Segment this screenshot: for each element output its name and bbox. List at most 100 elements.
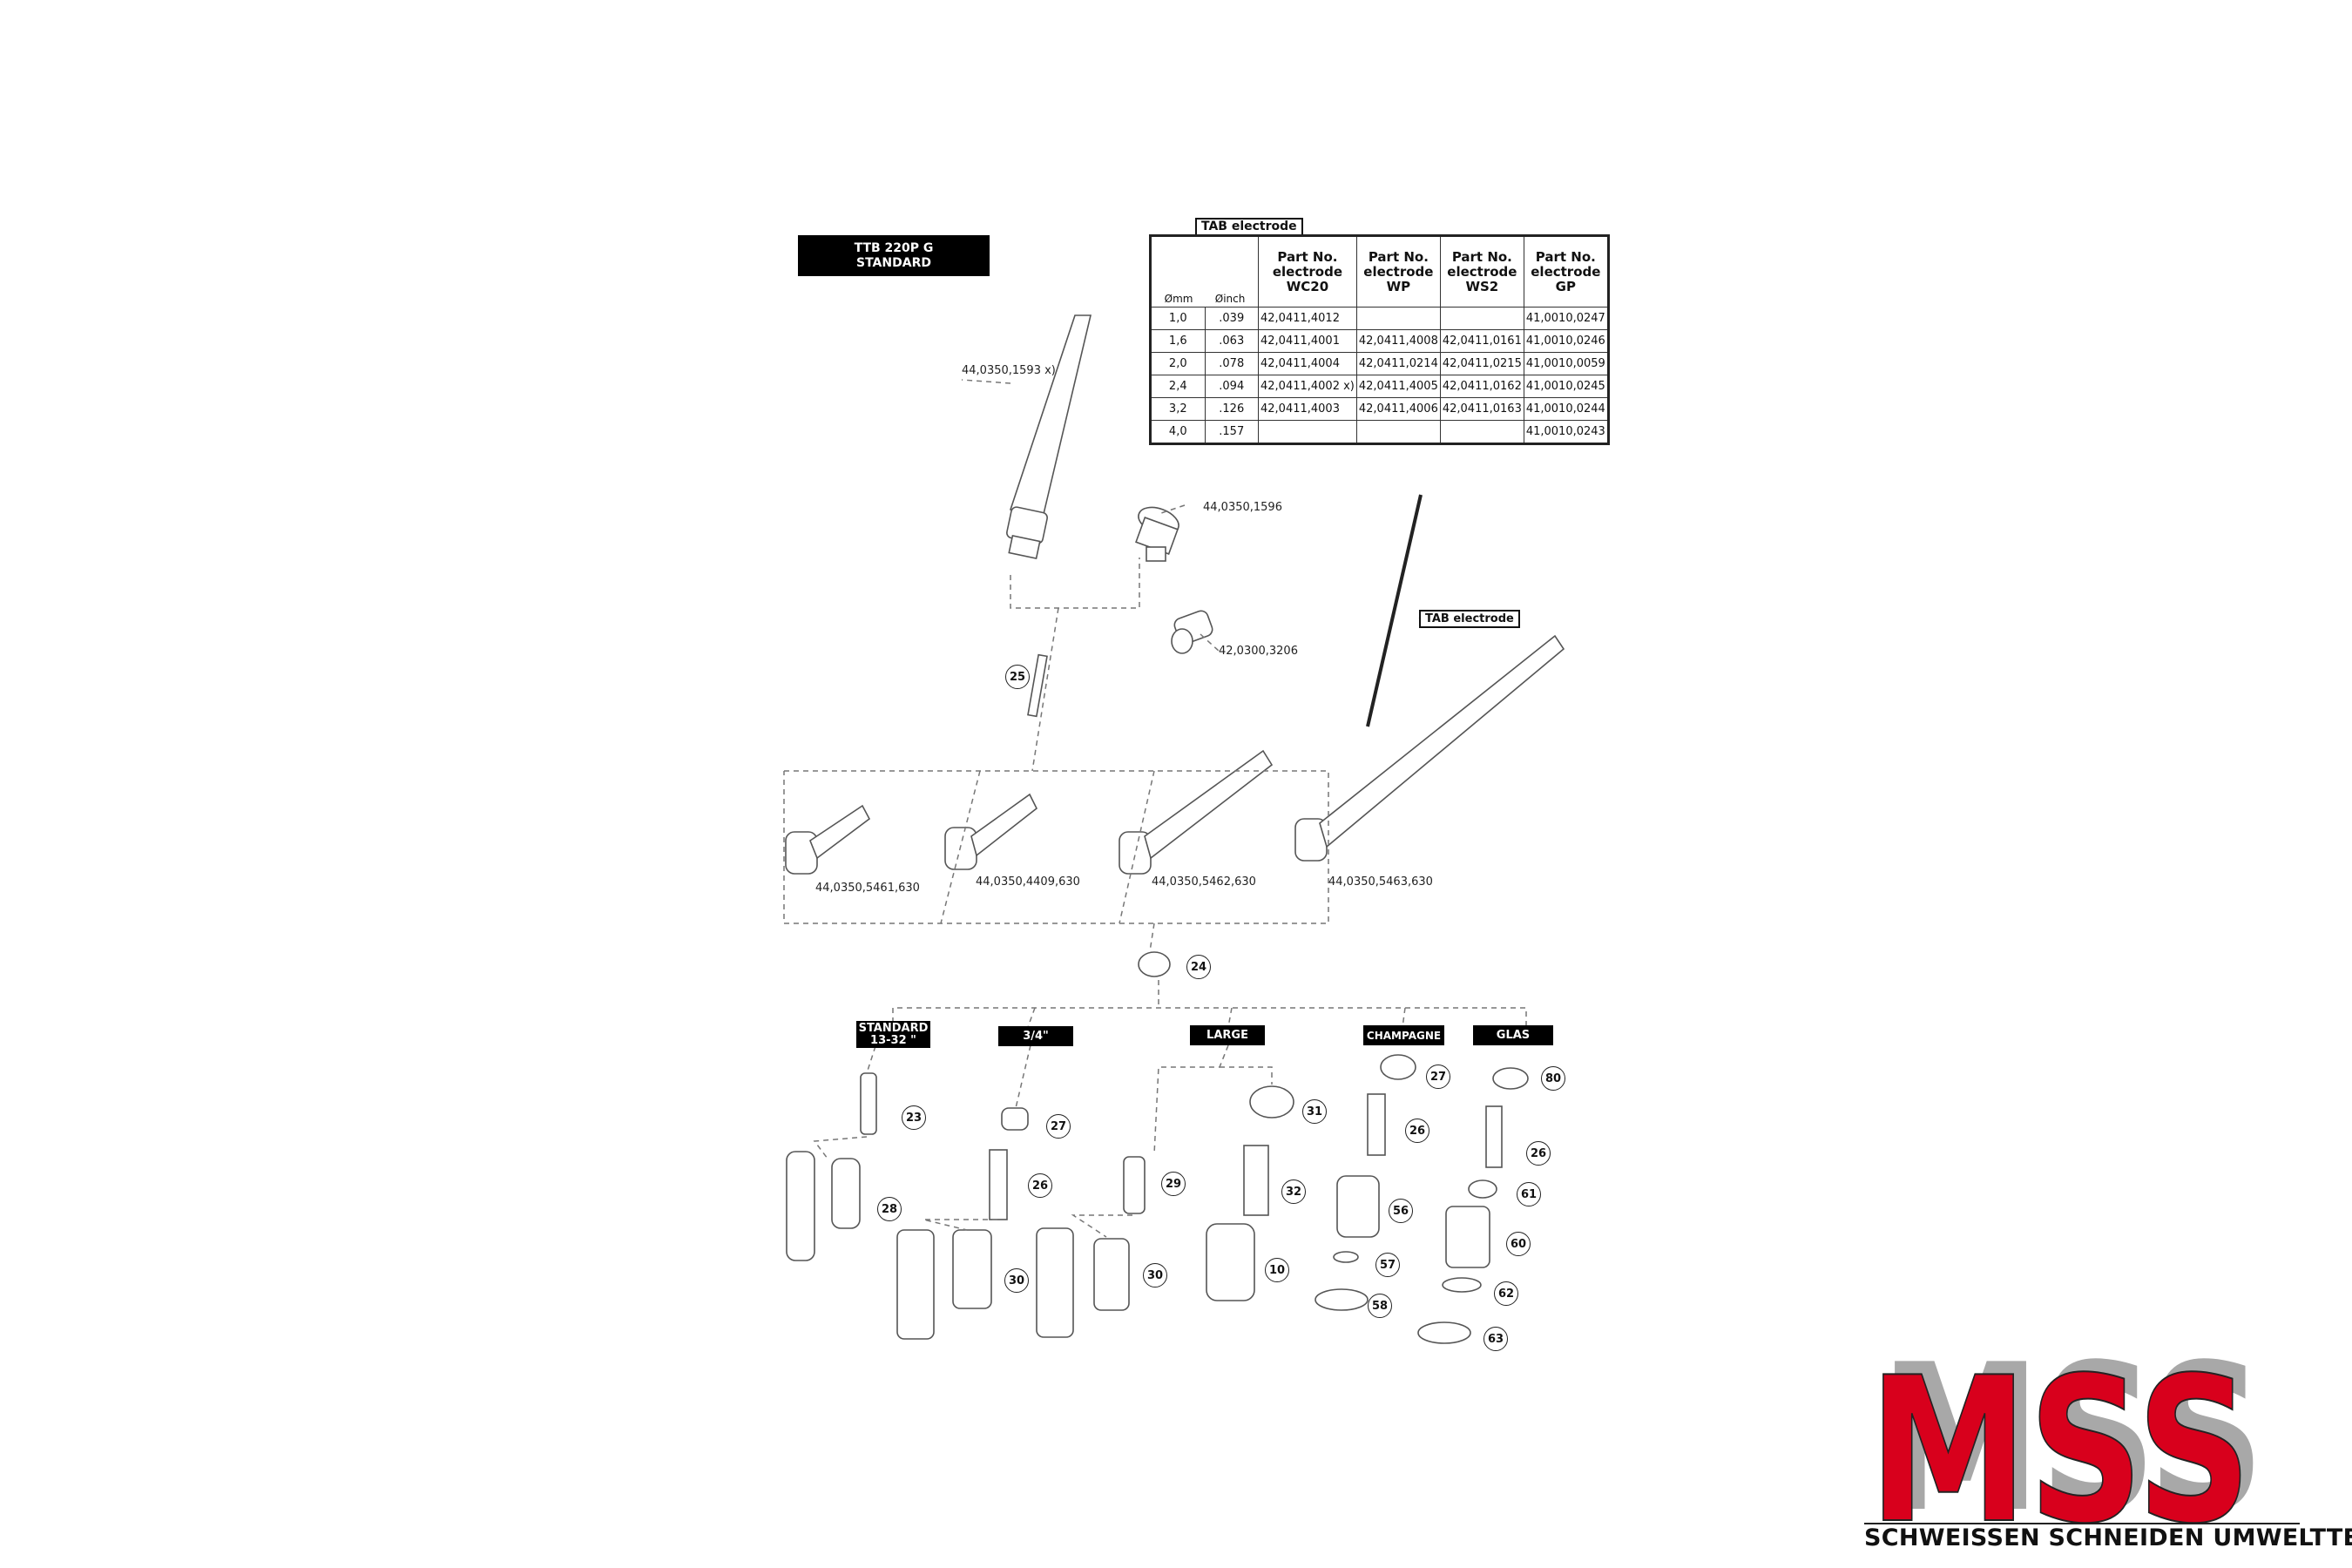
col-mm: Ømm xyxy=(1164,293,1193,305)
table-cell: 41,0010,0244 xyxy=(1523,397,1609,421)
torch-title: TTB 220P G STANDARD xyxy=(798,235,990,276)
table-cell: 42,0411,0215 xyxy=(1439,352,1524,375)
callout-number: 26 xyxy=(1405,1119,1429,1143)
callout-number: 30 xyxy=(1143,1263,1167,1288)
long-back-cap xyxy=(1006,314,1092,560)
table-cell: .078 xyxy=(1204,352,1260,375)
tab-electrode-label: TAB electrode xyxy=(1419,610,1520,628)
table-cell: 41,0010,0059 xyxy=(1523,352,1609,375)
column-header: Part No. electrode WC20 xyxy=(1258,235,1357,308)
table-cell xyxy=(1439,307,1524,330)
callout-number: 26 xyxy=(1028,1173,1052,1198)
diameter-header: Ømm Øinch xyxy=(1150,235,1259,308)
callout-number: 23 xyxy=(902,1105,926,1130)
category-three-quarter: 3/4" xyxy=(998,1026,1073,1046)
title-line1: TTB 220P G xyxy=(854,240,934,255)
table-tag: TAB electrode xyxy=(1195,218,1303,236)
table-cell: 3,2 xyxy=(1150,397,1206,421)
callout-number: 27 xyxy=(1426,1064,1450,1089)
column-header: Part No. electrode WP xyxy=(1355,235,1441,308)
table-cell xyxy=(1439,420,1524,444)
short-back-cap xyxy=(1135,506,1179,562)
category-label: GLAS xyxy=(1496,1028,1531,1042)
callout-number: 26 xyxy=(1526,1141,1551,1166)
callout-number: 57 xyxy=(1375,1253,1400,1277)
callout-number: 31 xyxy=(1302,1099,1327,1124)
table-cell: 2,0 xyxy=(1150,352,1206,375)
part-label-short-cap: 44,0350,1596 xyxy=(1203,501,1282,514)
category-label: CHAMPAGNE xyxy=(1366,1029,1442,1042)
nozzle-parts xyxy=(786,1054,1529,1344)
table-cell xyxy=(1258,420,1357,444)
category-sublabel: 13-32 " xyxy=(870,1033,916,1047)
table-cell: 42,0411,0214 xyxy=(1355,352,1441,375)
callout-number: 62 xyxy=(1494,1281,1518,1306)
category-label: 3/4" xyxy=(1023,1029,1049,1043)
callout-number: 24 xyxy=(1186,955,1211,979)
category-glas: GLAS xyxy=(1473,1025,1553,1045)
part-label-body-2: 44,0350,4409,630 xyxy=(976,875,1080,889)
col-inch: Øinch xyxy=(1214,293,1246,305)
table-cell: 1,0 xyxy=(1150,307,1206,330)
dashed-guide-lines xyxy=(783,379,1527,1238)
category-label: STANDARD xyxy=(858,1021,929,1035)
table-cell: 41,0010,0245 xyxy=(1523,375,1609,398)
table-cell: 42,0411,4003 xyxy=(1258,397,1357,421)
logo-tagline: SCHWEISSEN SCHNEIDEN UMWELTTECHNIK xyxy=(1864,1524,2352,1551)
table-cell: .157 xyxy=(1204,420,1260,444)
table-cell: .063 xyxy=(1204,329,1260,353)
torch-bodies xyxy=(785,634,1565,875)
table-cell: .126 xyxy=(1204,397,1260,421)
callout-number: 10 xyxy=(1265,1258,1289,1282)
column-header: Part No. electrode WS2 xyxy=(1439,235,1524,308)
table-cell: 42,0411,4012 xyxy=(1258,307,1357,330)
table-cell: 42,0411,4001 xyxy=(1258,329,1357,353)
callout-number: 30 xyxy=(1004,1268,1029,1293)
callout-number: 58 xyxy=(1368,1294,1392,1318)
part-label-body-1: 44,0350,5461,630 xyxy=(815,882,920,895)
table-cell: 42,0411,4006 xyxy=(1355,397,1441,421)
part-label-body-3: 44,0350,5462,630 xyxy=(1152,875,1256,889)
callout-number: 28 xyxy=(877,1197,902,1221)
category-champagne: CHAMPAGNE xyxy=(1363,1025,1444,1045)
title-line2: STANDARD xyxy=(856,255,931,270)
table-cell: 42,0411,0161 xyxy=(1439,329,1524,353)
gasket xyxy=(1138,951,1171,977)
callout-number: 32 xyxy=(1281,1179,1306,1204)
table-cell: 42,0411,4004 xyxy=(1258,352,1357,375)
callout-number: 25 xyxy=(1005,665,1030,689)
table-cell: 41,0010,0247 xyxy=(1523,307,1609,330)
logo-letters: MSS xyxy=(1869,1335,2252,1568)
table-cell: 1,6 xyxy=(1150,329,1206,353)
callout-number: 29 xyxy=(1161,1172,1186,1196)
callout-number: 63 xyxy=(1484,1327,1508,1351)
table-cell: 42,0411,4002 x) xyxy=(1258,375,1357,398)
collet xyxy=(1027,653,1048,718)
table-row: 4,0.157 41,0010,0243 xyxy=(1150,420,1609,444)
table-cell: 42,0411,4005 xyxy=(1355,375,1441,398)
column-header: Part No. electrode GP xyxy=(1523,235,1609,308)
part-label-long-cap: 44,0350,1593 x) xyxy=(962,364,1056,377)
callout-number: 80 xyxy=(1541,1066,1565,1091)
table-cell: 2,4 xyxy=(1150,375,1206,398)
callout-number: 27 xyxy=(1046,1114,1071,1139)
part-label-body-4: 44,0350,5463,630 xyxy=(1328,875,1433,889)
callout-number: 56 xyxy=(1389,1199,1413,1223)
callout-number: 61 xyxy=(1517,1182,1541,1206)
table-cell: 4,0 xyxy=(1150,420,1206,444)
insulator xyxy=(1171,610,1213,654)
table-cell xyxy=(1355,307,1441,330)
table-cell: 42,0411,0162 xyxy=(1439,375,1524,398)
table-cell: .039 xyxy=(1204,307,1260,330)
table-cell: 41,0010,0243 xyxy=(1523,420,1609,444)
part-label-insulator: 42,0300,3206 xyxy=(1219,645,1298,658)
table-cell xyxy=(1355,420,1441,444)
